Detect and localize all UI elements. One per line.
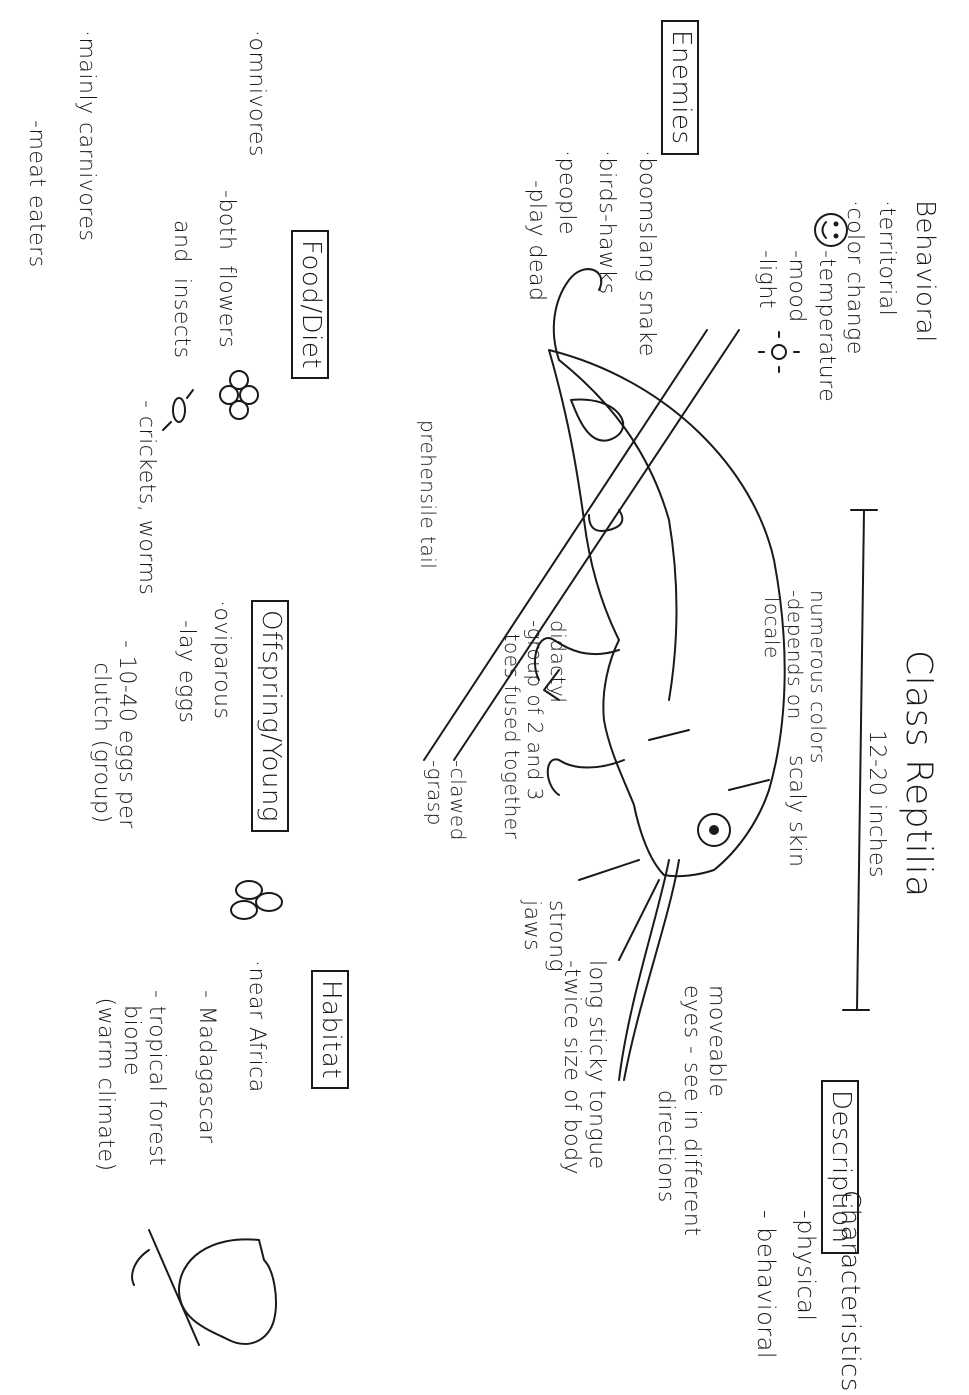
sun-icon — [759, 332, 799, 372]
both-flowers-item: -both flowers — [214, 190, 239, 348]
enemies-label: Enemies — [661, 20, 699, 155]
temperature-item: -temperature — [814, 250, 839, 402]
colors-note: numerous colors -depends on locale — [760, 590, 829, 764]
meat-eaters-item: -meat eaters — [24, 120, 49, 268]
near-africa-item: ·near Africa — [244, 960, 269, 1093]
insects-item: and insects — [169, 220, 194, 359]
oviparous-item: ·oviparous — [209, 600, 234, 719]
enemies-item: ·boomslang snake — [634, 150, 659, 357]
enemies-item: ·people — [554, 150, 579, 235]
clawed-note: -clawed -grasp — [423, 760, 469, 841]
moveable-eyes-note: moveable eyes - see in different directi… — [653, 985, 729, 1236]
madagascar-item: - Madagascar — [194, 990, 219, 1144]
page-title: Class Reptilia — [898, 650, 939, 898]
tongue-note: long sticky tongue -twice size of body — [558, 960, 609, 1175]
clutch-item: - 10-40 eggs per clutch (group) — [88, 640, 139, 829]
tail-note: prehensile tail — [416, 420, 439, 569]
territorial-item: ·territorial — [874, 200, 899, 316]
habitat-label: Habitat — [311, 970, 349, 1089]
color-change-item: ·color change — [842, 200, 867, 355]
omnivores-item: ·omnivores — [244, 30, 269, 157]
light-item: -light — [754, 250, 779, 309]
strong-jaws-note: strong jaws — [518, 900, 569, 972]
behavioral-label: - behavioral — [751, 1210, 779, 1359]
behavioral-heading: Behavioral — [909, 200, 939, 343]
africa-map-icon — [132, 1230, 276, 1345]
carnivores-item: ·mainly carnivores — [74, 30, 99, 241]
crickets-worms-item: - crickets, worms — [134, 400, 159, 595]
scaly-skin-note: scaly skin — [784, 755, 809, 867]
characteristics-heading: Characteristics — [834, 1190, 864, 1392]
chameleon-drawing — [535, 269, 785, 1080]
food-diet-label: Food/Diet — [291, 230, 329, 379]
didactyl-note: didactyl -group of 2 and 3 toes fused to… — [500, 620, 569, 839]
physical-label: -physical — [791, 1210, 819, 1322]
enemies-item: ·birds-hawks — [594, 150, 619, 295]
tropical-forest-item: - tropical forest biome (warm climate) — [93, 990, 169, 1172]
flower-icon — [220, 371, 258, 419]
size-label: 12-20 inches — [864, 730, 889, 878]
eggs-icon — [231, 881, 282, 919]
enemies-item: -play dead — [524, 180, 549, 301]
branch-drawing — [424, 330, 739, 760]
mood-item: -mood — [784, 250, 809, 323]
offspring-label: Offspring/Young — [251, 600, 289, 832]
insect-icon — [163, 390, 193, 430]
lay-eggs-item: -lay eggs — [174, 620, 199, 723]
